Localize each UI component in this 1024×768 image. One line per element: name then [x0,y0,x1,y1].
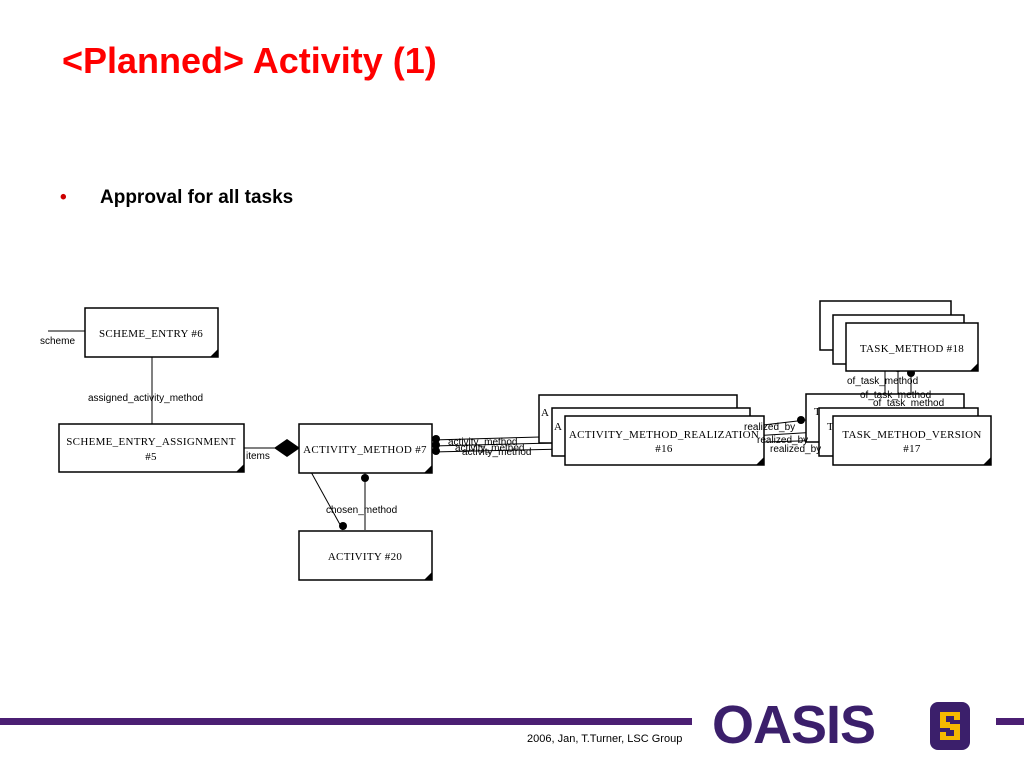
entity-box-activity: ACTIVITY #20 [298,530,433,581]
activity-method-link-2 [431,442,554,447]
task-method-version-label-line1: TASK_METHOD_VERSION [842,429,981,441]
entity-box-task-method-stack: TASK_METHOD #18 [819,300,979,372]
items-label: items [246,451,270,462]
scheme-entry-label: SCHEME_ENTRY #6 [99,328,203,340]
stack-edge-text: A [554,421,562,433]
activity-label: ACTIVITY #20 [328,551,403,563]
end-dot [432,447,440,455]
scheme-entry-assignment-label-line2: #5 [145,451,157,463]
footer-divider-right [996,718,1024,725]
of-task-method-label-3: of_task_method [873,398,944,409]
stack-edge-text: A [541,407,549,419]
oasis-logo: OASIS [712,695,876,755]
entity-box-task-method-version-stack: T T TASK_METHOD_VERSION #17 [805,393,992,466]
entity-box-activity-method: ACTIVITY_METHOD #7 [298,423,433,474]
of-task-method-label-1: of_task_method [847,376,918,387]
slide-title: <Planned> Activity (1) [62,40,437,81]
bullet-text: Approval for all tasks [100,187,294,208]
footer-text: 2006, Jan, T.Turner, LSC Group [527,733,683,745]
footer-divider [0,718,692,725]
activity-method-label-2: activity_method [455,443,524,454]
entity-box-scheme-entry: SCHEME_ENTRY #6 [84,307,219,358]
entity-box-scheme-entry-assignment: SCHEME_ENTRY_ASSIGNMENT #5 [58,423,245,473]
bullet-marker: • [60,187,67,208]
connectors [48,330,912,531]
assigned-activity-method-label: assigned_activity_method [88,393,203,404]
scheme-label: scheme [40,336,75,347]
of-task-method-label-2: of_task_method [860,390,931,401]
activity-method-realization-label-line2: #16 [655,443,673,455]
activity-method-link-3 [431,448,567,453]
stack-edge-text: T [814,406,821,418]
end-dot [432,435,440,443]
activity-method-link-1 [431,436,541,441]
end-dot [432,441,440,449]
realized-by-label-3: realized_by [770,444,821,455]
end-dot [797,416,805,424]
bullet-item: • Approval for all tasks [60,187,293,209]
entity-box-activity-method-realization-stack: A A ACTIVITY_METHOD_REALIZATION #16 [538,394,765,466]
activity-method-label-1: activity_method [448,437,517,448]
realized-by-label-2: realized_by [757,435,808,446]
end-dot [361,474,369,482]
end-dot [339,522,347,530]
task-method-version-label-line2: #17 [903,443,921,455]
realized-by-label-1: realized_by [744,422,795,433]
task-method-label: TASK_METHOD #18 [860,343,964,355]
scheme-entry-assignment-label-line1: SCHEME_ENTRY_ASSIGNMENT [66,436,235,448]
oasis-mark-icon [930,702,970,750]
activity-method-realization-label-line1: ACTIVITY_METHOD_REALIZATION [569,429,759,441]
connector-dots [148,332,915,530]
aggregation-diamond [274,439,300,457]
chosen-method-label: chosen_method [326,505,397,516]
stack-edge-text: T [827,421,834,433]
activity-method-label: ACTIVITY_METHOD #7 [303,444,427,456]
activity-method-label-3: activity_method [462,447,531,458]
